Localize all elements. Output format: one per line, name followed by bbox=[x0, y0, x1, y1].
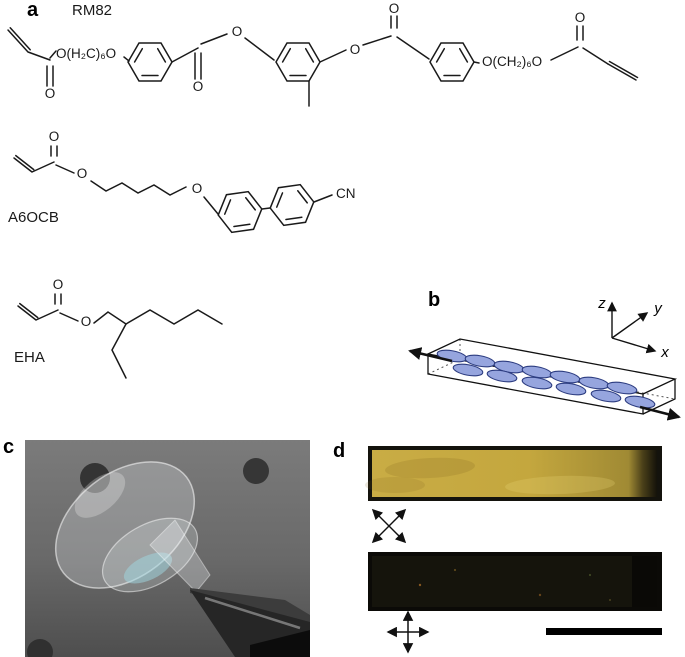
pom-dark-micrograph bbox=[368, 552, 662, 611]
rm82-ester1-o: O bbox=[232, 24, 243, 39]
rm82-spacer-right: O(CH₂)₆O bbox=[482, 54, 542, 69]
transparent-film bbox=[54, 461, 211, 593]
z-axis-label: z bbox=[597, 295, 606, 312]
a6ocb-carbonyl-o: O bbox=[49, 129, 60, 144]
rm82-carbonyl-o-right: O bbox=[575, 10, 586, 25]
a6ocb-ether-o: O bbox=[192, 181, 203, 196]
molecule-rm82: RM82 O O(H₂C)₆O O O O O O(CH₂)₆O O bbox=[7, 1, 639, 107]
mesogen bbox=[606, 381, 638, 395]
alignment-arrow-left bbox=[408, 347, 453, 363]
alignment-arrow-right bbox=[639, 405, 681, 421]
tweezers bbox=[190, 588, 310, 657]
mesogen bbox=[590, 389, 622, 403]
table-hole bbox=[243, 458, 269, 484]
rm82-ring-3 bbox=[429, 42, 475, 82]
rm82-ester2-carbonyl-o: O bbox=[389, 1, 400, 16]
panel-b-label: b bbox=[428, 289, 440, 311]
rm82-ester2-o: O bbox=[350, 42, 361, 57]
scale-bar bbox=[546, 628, 662, 635]
a6ocb-nitrile: CN bbox=[336, 186, 356, 201]
rm82-ester1-carbonyl-o: O bbox=[193, 79, 204, 94]
panel-c-label: c bbox=[3, 436, 14, 458]
eha-name: EHA bbox=[14, 349, 45, 366]
panel-b-schematic: b z y x bbox=[408, 289, 681, 421]
table-hole bbox=[27, 639, 53, 657]
eha-ester-o: O bbox=[81, 314, 92, 329]
mesogen bbox=[486, 369, 518, 383]
mesogen-ellipses bbox=[436, 349, 656, 409]
panel-d-label: d bbox=[333, 440, 345, 462]
table-hole bbox=[80, 463, 110, 493]
mesogen bbox=[555, 382, 587, 396]
coordinate-axes: z y x bbox=[597, 295, 669, 361]
molecule-a6ocb: O O O CN A6OCB bbox=[8, 129, 356, 235]
rm82-ring-1 bbox=[127, 42, 173, 82]
rm82-spacer-left: O(H₂C)₆O bbox=[56, 46, 116, 61]
a6ocb-ester-o: O bbox=[77, 166, 88, 181]
rm82-ring-2 bbox=[275, 42, 321, 82]
mesogen bbox=[549, 370, 581, 384]
mesogen bbox=[452, 363, 484, 377]
crossed-polarizers-icon bbox=[371, 508, 407, 544]
mesogen bbox=[436, 349, 468, 363]
a6ocb-ring-2 bbox=[266, 182, 318, 228]
mesogen bbox=[624, 395, 656, 409]
panel-a-label: a bbox=[27, 0, 39, 21]
mesogen bbox=[521, 376, 553, 390]
rm82-name: RM82 bbox=[72, 2, 112, 19]
pom-dark-image bbox=[372, 556, 657, 607]
parallel-polarizers-icon bbox=[386, 610, 430, 654]
pom-bright-image bbox=[372, 450, 657, 497]
y-axis-label: y bbox=[653, 300, 663, 317]
molecule-eha: O O EHA bbox=[14, 277, 223, 379]
film-photograph bbox=[25, 440, 310, 657]
a6ocb-ring-1 bbox=[214, 189, 266, 235]
x-axis-label: x bbox=[660, 344, 669, 361]
a6ocb-name: A6OCB bbox=[8, 209, 59, 226]
rm82-carbonyl-o-left: O bbox=[45, 86, 56, 101]
x-axis bbox=[611, 337, 657, 354]
pom-bright-micrograph bbox=[365, 446, 662, 501]
eha-carbonyl-o: O bbox=[53, 277, 64, 292]
y-axis bbox=[611, 312, 649, 339]
